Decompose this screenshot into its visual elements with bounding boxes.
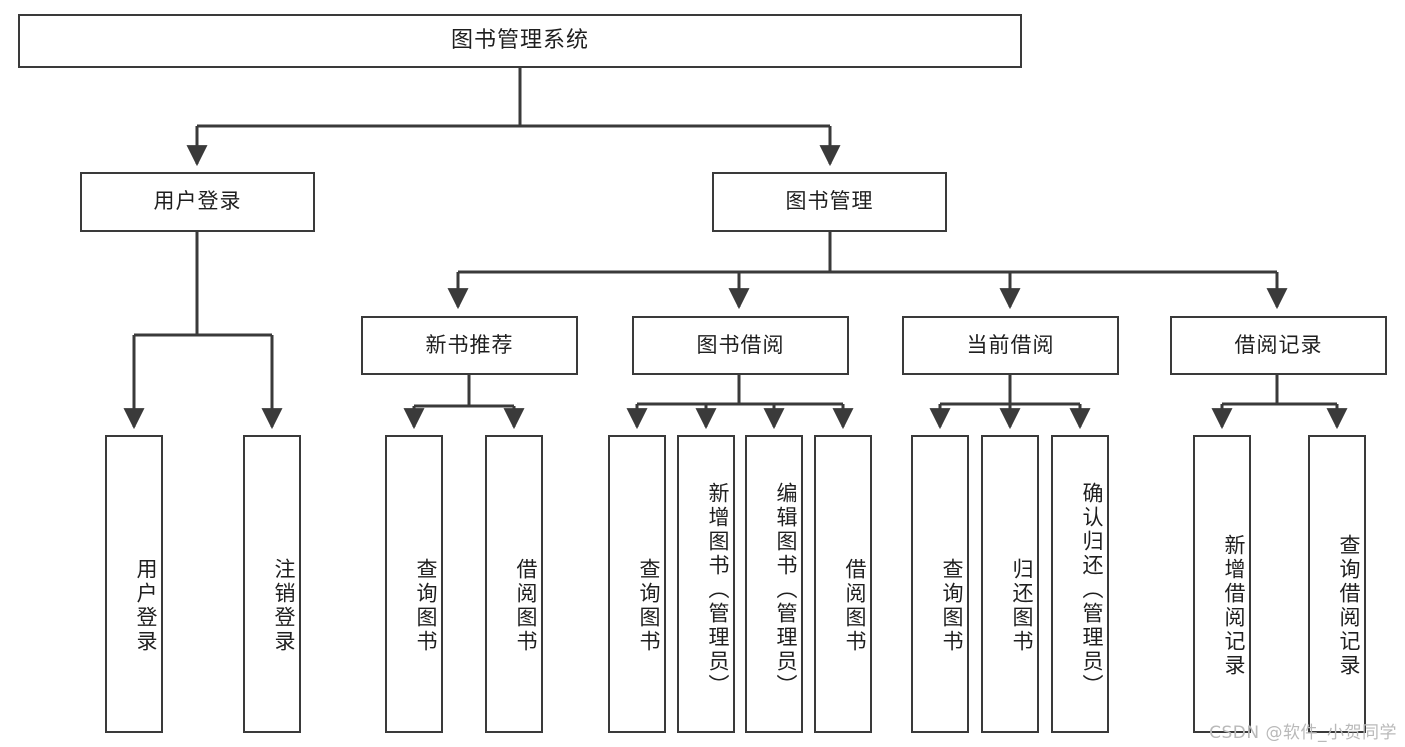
node-current-borrow-label: 当前借阅 xyxy=(966,332,1055,357)
node-leaf-query-book-3-label: 查询图书 xyxy=(940,558,964,654)
node-user-login[interactable]: 用户登录 xyxy=(80,172,315,232)
node-leaf-add-book[interactable]: 新增图书（管理员） xyxy=(677,435,735,733)
node-borrow-record[interactable]: 借阅记录 xyxy=(1170,316,1387,375)
node-leaf-query-book-2-label: 查询图书 xyxy=(637,558,661,654)
node-leaf-return-book-label: 归还图书 xyxy=(1010,558,1034,654)
node-leaf-confirm-return-label: 确认归还（管理员） xyxy=(1080,482,1104,698)
node-root[interactable]: 图书管理系统 xyxy=(18,14,1022,68)
node-leaf-query-book-1-label: 查询图书 xyxy=(414,558,438,654)
node-leaf-query-book-2[interactable]: 查询图书 xyxy=(608,435,666,733)
node-leaf-query-book-3[interactable]: 查询图书 xyxy=(911,435,969,733)
node-leaf-edit-book[interactable]: 编辑图书（管理员） xyxy=(745,435,803,733)
node-book-borrow-label: 图书借阅 xyxy=(696,332,785,357)
node-book-management-label: 图书管理 xyxy=(785,189,874,214)
node-new-book-recommend[interactable]: 新书推荐 xyxy=(361,316,578,375)
node-leaf-query-record-label: 查询借阅记录 xyxy=(1337,534,1361,678)
node-leaf-query-record[interactable]: 查询借阅记录 xyxy=(1308,435,1366,733)
node-leaf-edit-book-label: 编辑图书（管理员） xyxy=(774,482,798,698)
node-leaf-logout[interactable]: 注销登录 xyxy=(243,435,301,733)
node-user-login-label: 用户登录 xyxy=(153,189,242,214)
node-current-borrow[interactable]: 当前借阅 xyxy=(902,316,1119,375)
node-leaf-add-book-label: 新增图书（管理员） xyxy=(706,482,730,698)
node-root-label: 图书管理系统 xyxy=(450,27,589,53)
node-leaf-add-record[interactable]: 新增借阅记录 xyxy=(1193,435,1251,733)
node-leaf-user-login[interactable]: 用户登录 xyxy=(105,435,163,733)
node-leaf-borrow-book-2[interactable]: 借阅图书 xyxy=(814,435,872,733)
node-leaf-query-book-1[interactable]: 查询图书 xyxy=(385,435,443,733)
node-book-management[interactable]: 图书管理 xyxy=(712,172,947,232)
node-leaf-add-record-label: 新增借阅记录 xyxy=(1222,534,1246,678)
node-leaf-return-book[interactable]: 归还图书 xyxy=(981,435,1039,733)
node-new-book-recommend-label: 新书推荐 xyxy=(425,332,514,357)
node-leaf-user-login-label: 用户登录 xyxy=(134,558,158,654)
node-book-borrow[interactable]: 图书借阅 xyxy=(632,316,849,375)
node-leaf-confirm-return[interactable]: 确认归还（管理员） xyxy=(1051,435,1109,733)
node-leaf-logout-label: 注销登录 xyxy=(272,558,296,654)
node-leaf-borrow-book-2-label: 借阅图书 xyxy=(843,558,867,654)
node-leaf-borrow-book-1-label: 借阅图书 xyxy=(514,558,538,654)
csdn-watermark: CSDN @软件_小贺同学 xyxy=(1209,723,1397,743)
node-borrow-record-label: 借阅记录 xyxy=(1234,332,1323,357)
node-leaf-borrow-book-1[interactable]: 借阅图书 xyxy=(485,435,543,733)
